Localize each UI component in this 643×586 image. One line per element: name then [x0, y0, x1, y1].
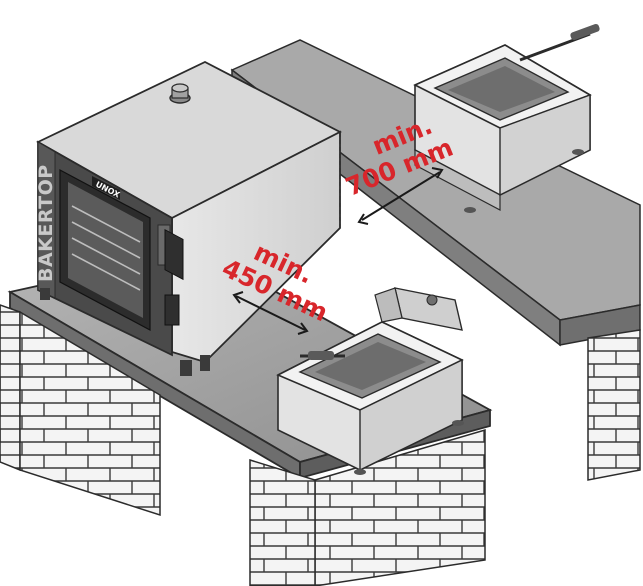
front-fryer: [276, 287, 464, 475]
dimension-arrow-back: [357, 167, 444, 225]
oven: [36, 60, 342, 376]
dimension-arrow-side: [232, 291, 309, 335]
oven-brand-label: BAKERTOP: [35, 164, 57, 282]
back-brick-pillar: [587, 329, 641, 481]
front-brick-pillars: [0, 304, 486, 586]
back-fryer: [413, 23, 600, 213]
